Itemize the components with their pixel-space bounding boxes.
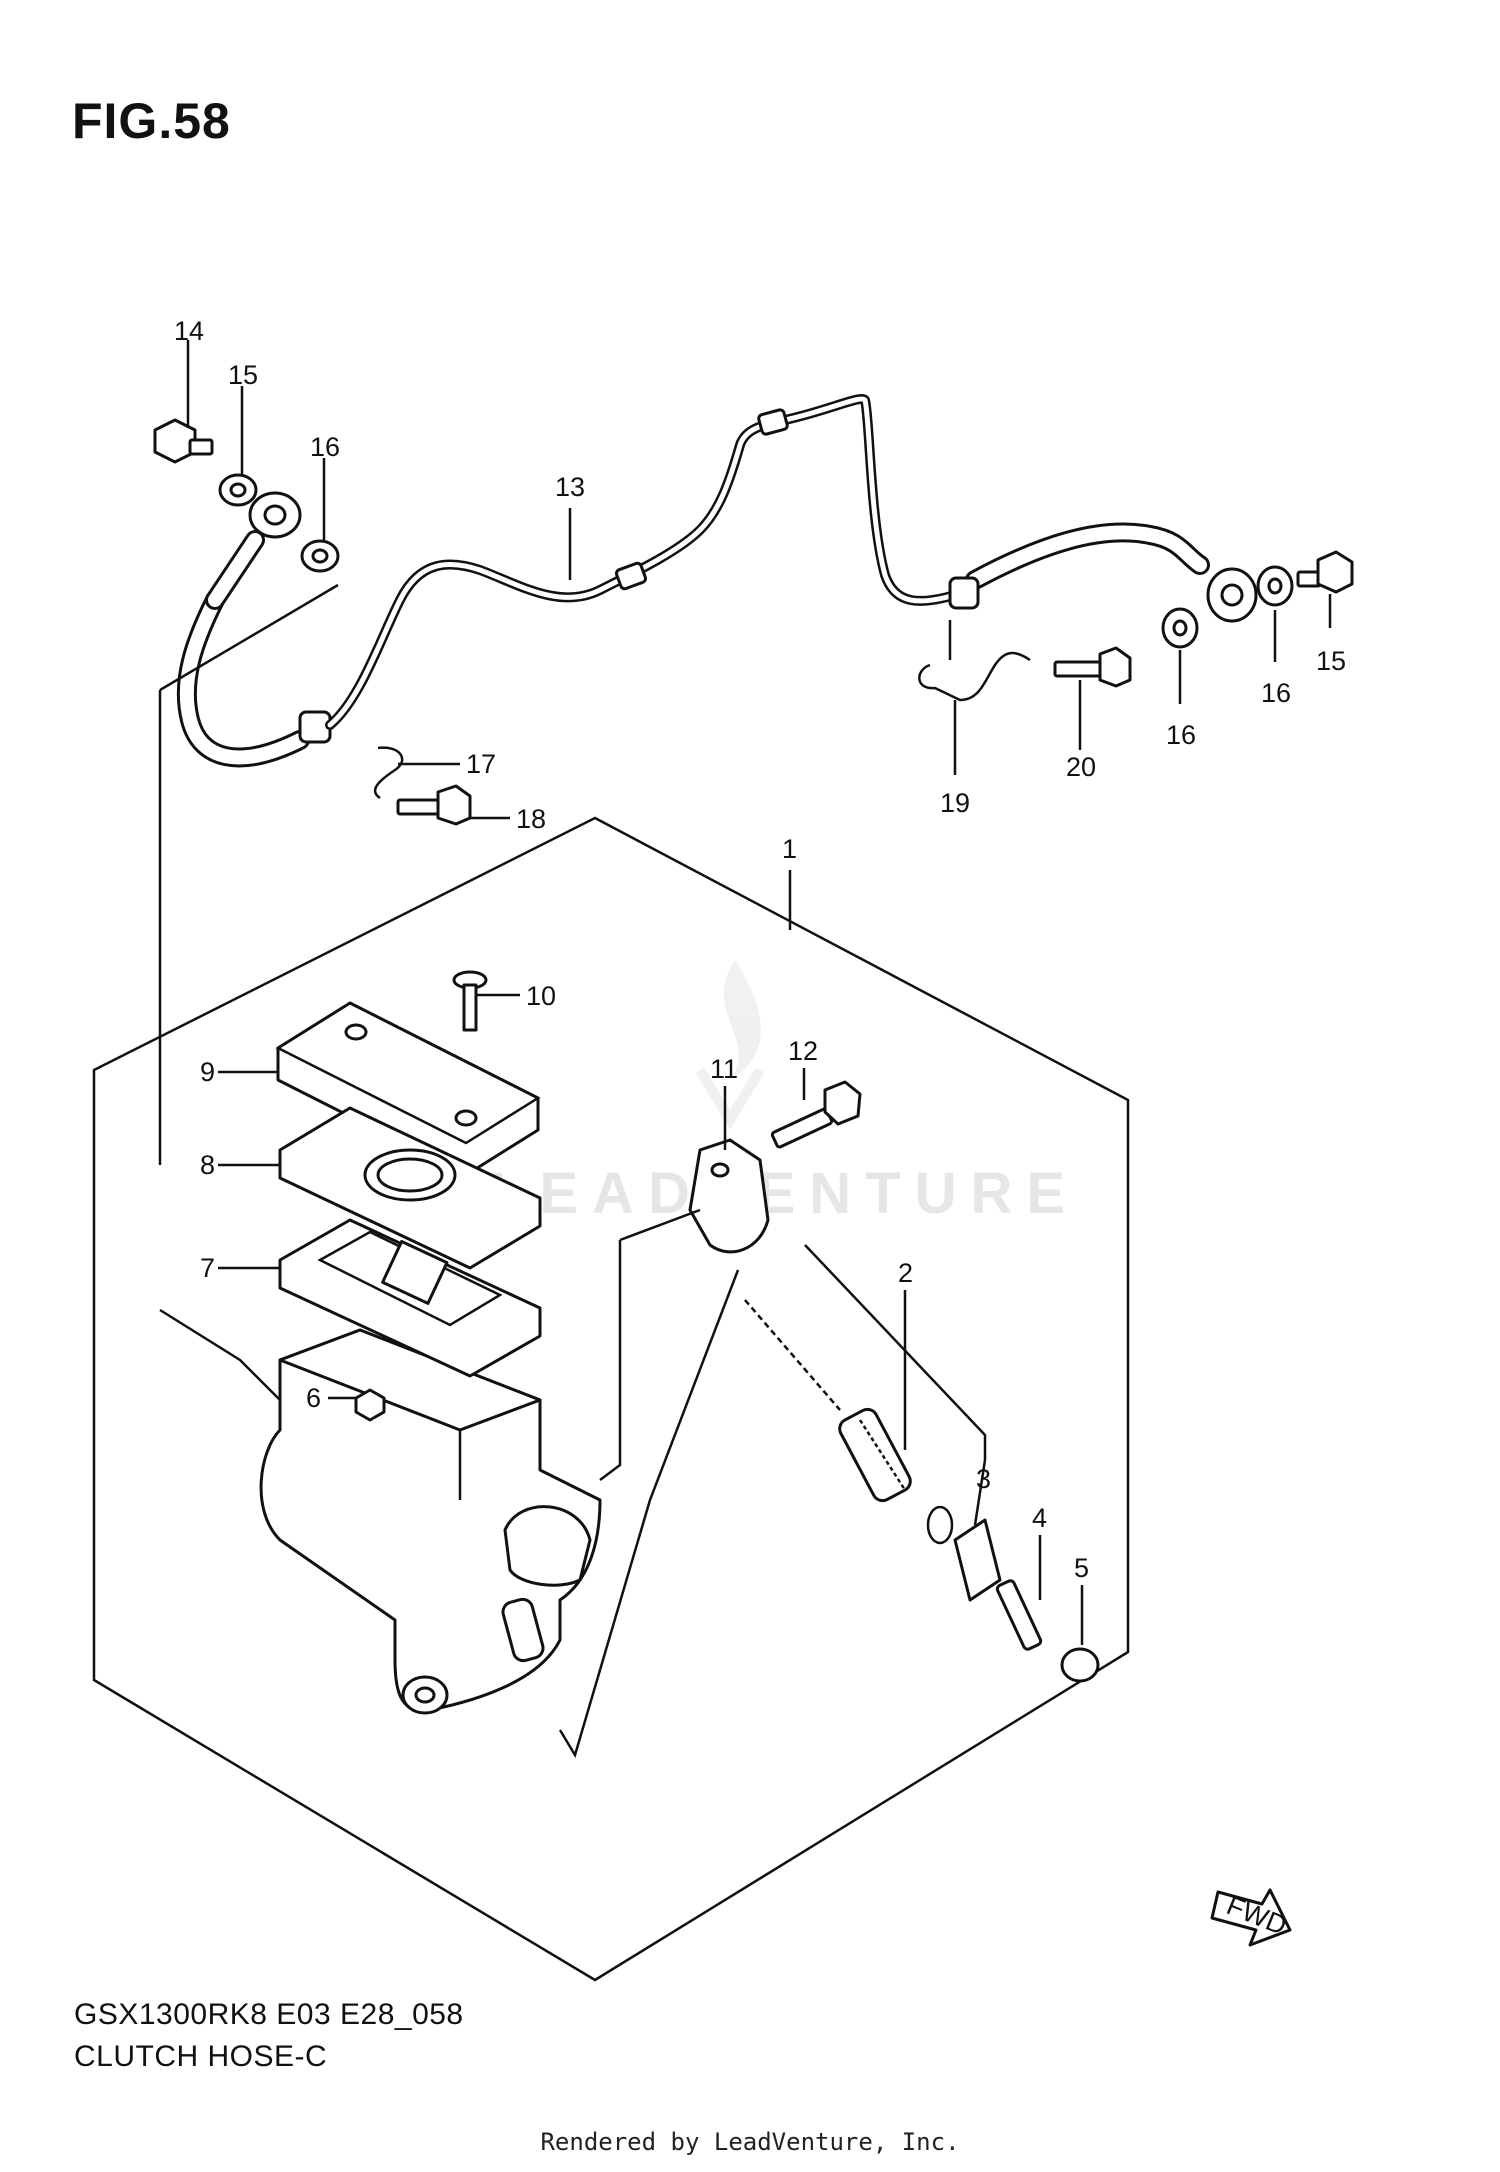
master-cylinder-body [259,1328,602,1715]
boot-3 [953,1518,1002,1602]
callout-labels: 14 15 16 13 15 16 16 19 20 17 18 1 10 9 … [174,316,1346,1583]
diaphragm-7 [278,1218,542,1378]
clutch-hose-upper [948,522,1258,623]
washer-16-a [218,473,258,507]
cap-5 [1060,1647,1100,1683]
model-code: GSX1300RK8 E03 E28_058 [74,1998,464,2031]
bolt-18 [396,784,472,826]
plate-6 [354,1388,386,1422]
figure-title: FIG.58 [72,93,231,149]
callout-9: 9 [200,1057,215,1087]
callout-6: 6 [306,1383,321,1413]
rendered-by-credit: Rendered by LeadVenture, Inc. [540,2128,960,2156]
plate-8 [278,1106,542,1270]
clutch-pipe [325,394,960,730]
washer-16-c [1161,607,1199,649]
callout-8: 8 [200,1150,215,1180]
callout-17: 17 [466,749,496,779]
callout-4: 4 [1032,1503,1047,1533]
callout-13: 13 [555,472,585,502]
callout-10: 10 [526,981,556,1011]
leader-lines [158,340,1332,1759]
callout-5: 5 [1074,1553,1089,1583]
callout-18: 18 [516,804,546,834]
union-bolt-15 [1296,550,1354,594]
callout-1: 1 [782,834,797,864]
assembly-outline [92,816,1130,1982]
callout-16-c: 16 [1261,678,1291,708]
bolt-12 [770,1080,862,1149]
callout-11: 11 [710,1054,738,1084]
callout-16-b: 16 [310,432,340,462]
callout-15: 15 [1316,646,1346,676]
callout-20: 20 [1066,752,1096,782]
screw-10 [452,970,488,1032]
washer-16-d [1256,565,1294,607]
leadventure-logo-icon [695,960,765,1130]
spring-2 [744,1299,841,1411]
clamp-19 [918,651,1031,702]
callout-3: 3 [976,1464,991,1494]
push-rod-4 [995,1579,1043,1651]
watermark-text: LEADVENTURE [490,1161,1080,1226]
washer-16-b [300,539,340,573]
clutch-hose-lower [176,491,332,768]
callout-19: 19 [940,788,970,818]
callout-2: 2 [898,1258,913,1288]
bracket-11 [688,1138,770,1254]
callout-7: 7 [200,1253,215,1283]
cap-9 [275,1001,541,1177]
clamp-17 [373,746,404,800]
piston-2 [838,1407,912,1503]
diagram-name: CLUTCH HOSE-C [74,2040,328,2073]
union-bolt-14 [153,418,214,464]
callout-16-a: 15 [228,360,258,390]
circlip-3 [926,1505,954,1545]
fwd-arrow-icon: FWD [1210,1888,1292,1947]
callout-12: 12 [788,1036,818,1066]
callout-14: 14 [174,316,204,346]
callout-16-d: 16 [1166,720,1196,750]
bolt-20 [1053,646,1132,688]
